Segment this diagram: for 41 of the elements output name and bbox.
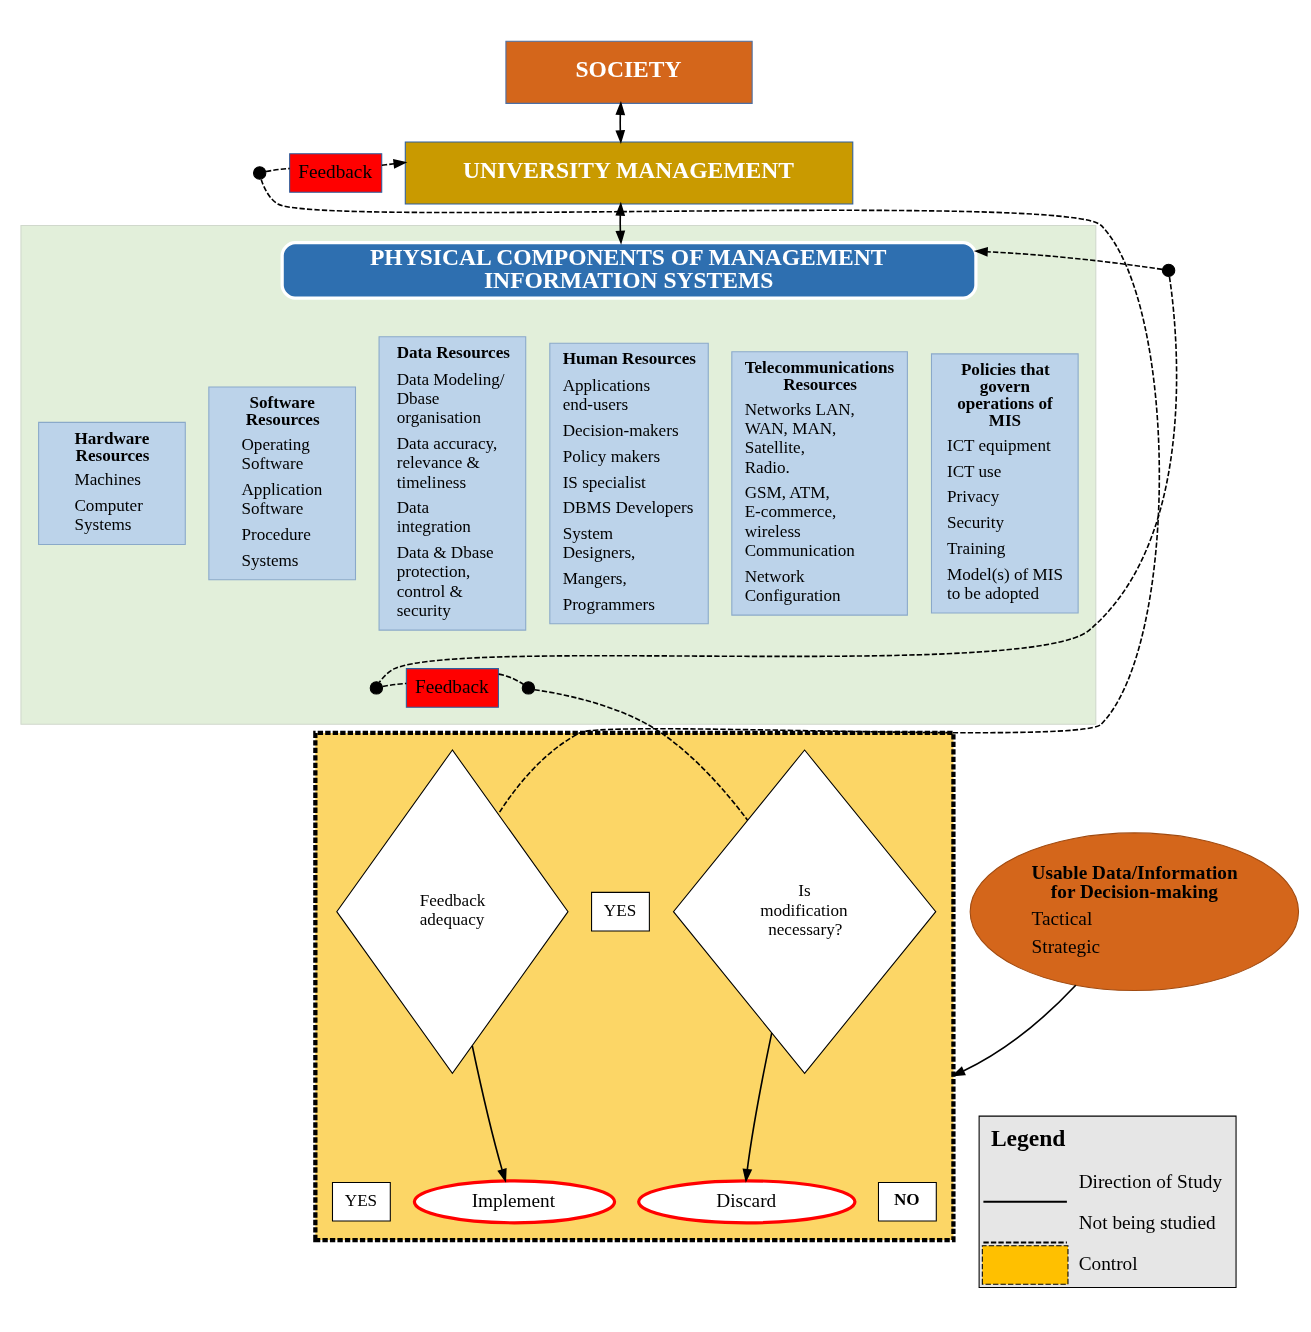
node-box: NO xyxy=(877,1181,937,1222)
node-diamond: Feedback adequacy xyxy=(336,748,569,1074)
node-box: Feedback xyxy=(405,667,499,708)
label: Legend xyxy=(990,1124,1066,1151)
node-box: Policies that govern operations of MIS ICT equipment ICT use Privacy Security Training Model(s) of MIS to be adopted xyxy=(930,352,1079,613)
node-box: Human Resources Applications end-users Decision-makers Policy makers IS specialist DBMS Developers System Designers, Mangers, Programmers xyxy=(549,342,709,624)
legend-label: Direction of Study xyxy=(1078,1170,1223,1192)
node-box: Data Resources Data Modeling/ Dbase organisation Data accuracy, relevance & timeliness Data integration Data & Dbase protection, control & security xyxy=(378,335,527,631)
cluster xyxy=(20,224,1097,725)
node-circle xyxy=(1161,263,1176,277)
node-circle xyxy=(253,165,267,180)
node-box: Hardware Resources Machines Computer Systems xyxy=(38,421,186,545)
legend-label: Not being studied xyxy=(1078,1211,1216,1233)
node-circle xyxy=(521,680,536,695)
node-diamond: Is modification necessary? xyxy=(672,748,937,1074)
node-box: YES xyxy=(591,891,650,931)
node-box: Software Resources Operating Software Application Software Procedure Systems xyxy=(208,386,357,580)
connector xyxy=(381,682,408,687)
node-box: PHYSICAL COMPONENTS OF MANAGEMENT INFORMATION SYSTEMS xyxy=(280,240,978,300)
node-ellipse: Discard xyxy=(637,1178,857,1224)
arrow xyxy=(381,158,408,169)
legend-label: Control xyxy=(1078,1252,1138,1274)
connector xyxy=(265,167,291,172)
arrow xyxy=(471,1044,507,1183)
node-ellipse: Usable Data/Information for Decision-making Tactical Strategic xyxy=(969,831,1300,991)
node-box: Feedback xyxy=(289,152,383,193)
node-circle xyxy=(369,680,384,695)
arrow xyxy=(742,1031,773,1183)
arrow xyxy=(951,983,1077,1076)
node-ellipse: Implement xyxy=(412,1178,617,1224)
arrow xyxy=(973,246,1164,270)
cluster xyxy=(313,730,956,1242)
connector xyxy=(497,672,525,685)
node-box: UNIVERSITY MANAGEMENT xyxy=(404,140,854,205)
node-box: YES xyxy=(331,1181,391,1222)
node-box: Telecommunications Resources Networks LAN, WAN, MAN, Satellite, Radio. GSM, ATM, E-commerce, wireless Communication Network Configuration xyxy=(731,350,908,616)
arrow xyxy=(615,201,626,245)
connector xyxy=(533,688,749,821)
connector xyxy=(260,178,1161,815)
arrow xyxy=(615,100,626,144)
node-box: SOCIETY xyxy=(505,40,753,104)
